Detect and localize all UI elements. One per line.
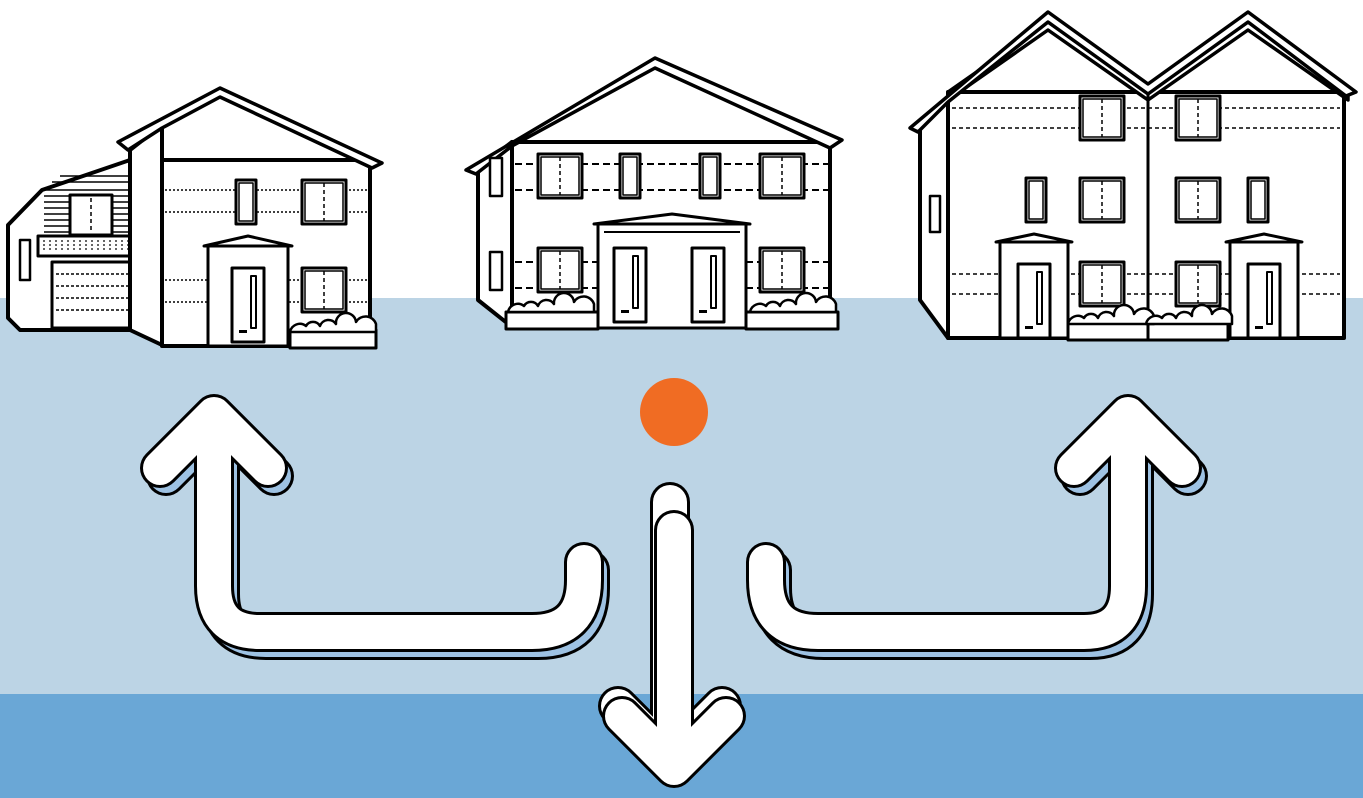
arrow-to-right-house bbox=[766, 414, 1188, 640]
arrow-to-left-house bbox=[160, 414, 590, 640]
townhouse-pair-icon bbox=[910, 12, 1356, 340]
house-with-garage-icon bbox=[8, 88, 382, 348]
semi-detached-house-icon bbox=[466, 58, 842, 329]
arrow-down bbox=[618, 502, 726, 768]
orange-dot-icon bbox=[640, 378, 708, 446]
